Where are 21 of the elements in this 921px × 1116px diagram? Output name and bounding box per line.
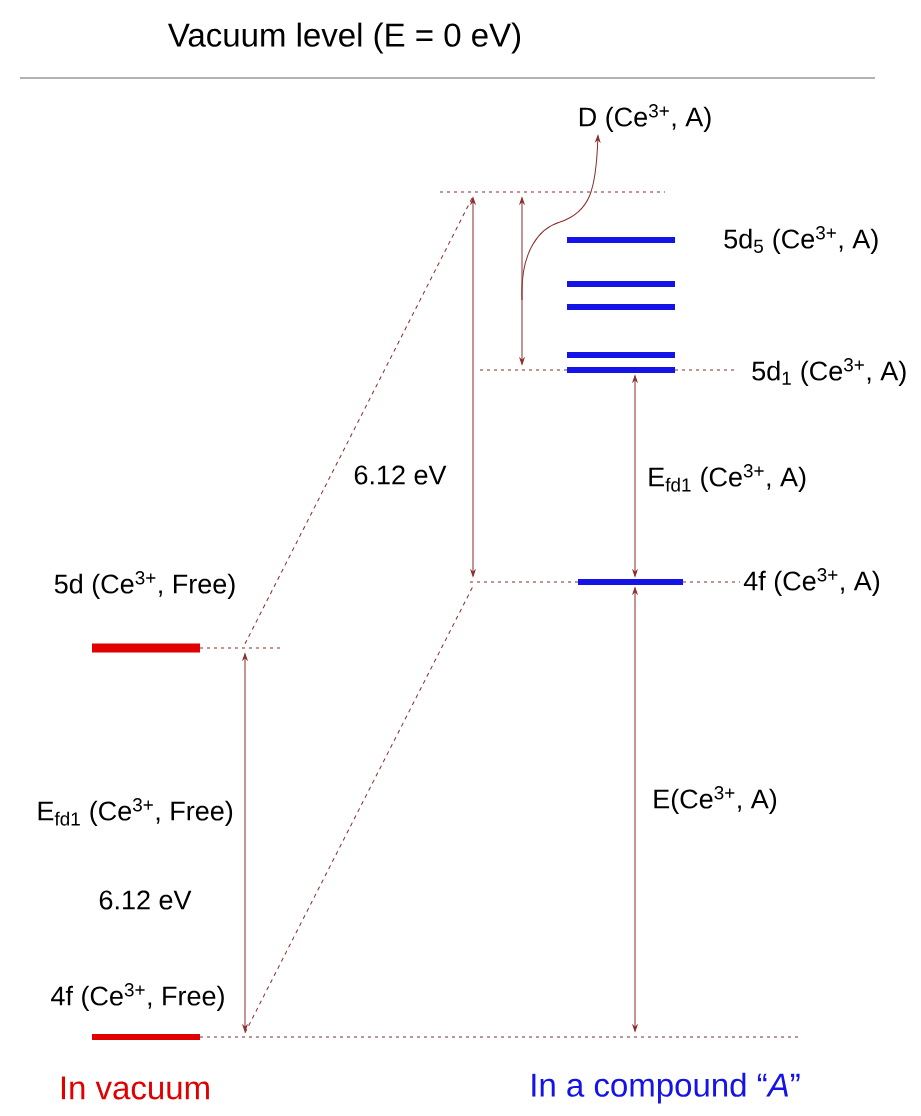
edge-label: 6.12 eV: [351, 463, 449, 487]
level-line: [439, 191, 666, 193]
level-label: 5d (Ce$^{3+}$, Free): [54, 571, 235, 599]
state-label: D (Ce$^{3+}$, A): [579, 104, 711, 132]
edge-label: E$_{fd1}$ (Ce$^{3+}$, Free): [34, 796, 236, 828]
panel-caption: In vacuum: [61, 1076, 209, 1100]
arrow: [470, 197, 476, 577]
edge-label: E$_{fd1}$ (Ce$^{3+}$, A): [645, 462, 810, 494]
label-text: 6.12 eV: [99, 890, 192, 910]
level-label: 4f (Ce$^{3+}$, A): [743, 568, 880, 596]
arrow: [242, 653, 248, 1032]
title: Vacuum level (E = 0 eV): [168, 22, 521, 54]
edge-label: E(Ce$^{3+}$, A): [650, 784, 780, 816]
arrow: [632, 587, 638, 1032]
arrow: [632, 375, 638, 577]
arrow: [519, 197, 525, 365]
level-label: 5d$_{1}$ (Ce$^{3+}$, A): [752, 358, 906, 386]
level-label: 5d$_{5}$ (Ce$^{3+}$, A): [724, 226, 878, 254]
arrow: [521, 135, 601, 301]
panel-caption: In a compound “A”: [532, 1072, 800, 1104]
level-label: 4f (Ce$^{3+}$, Free): [51, 983, 224, 1011]
